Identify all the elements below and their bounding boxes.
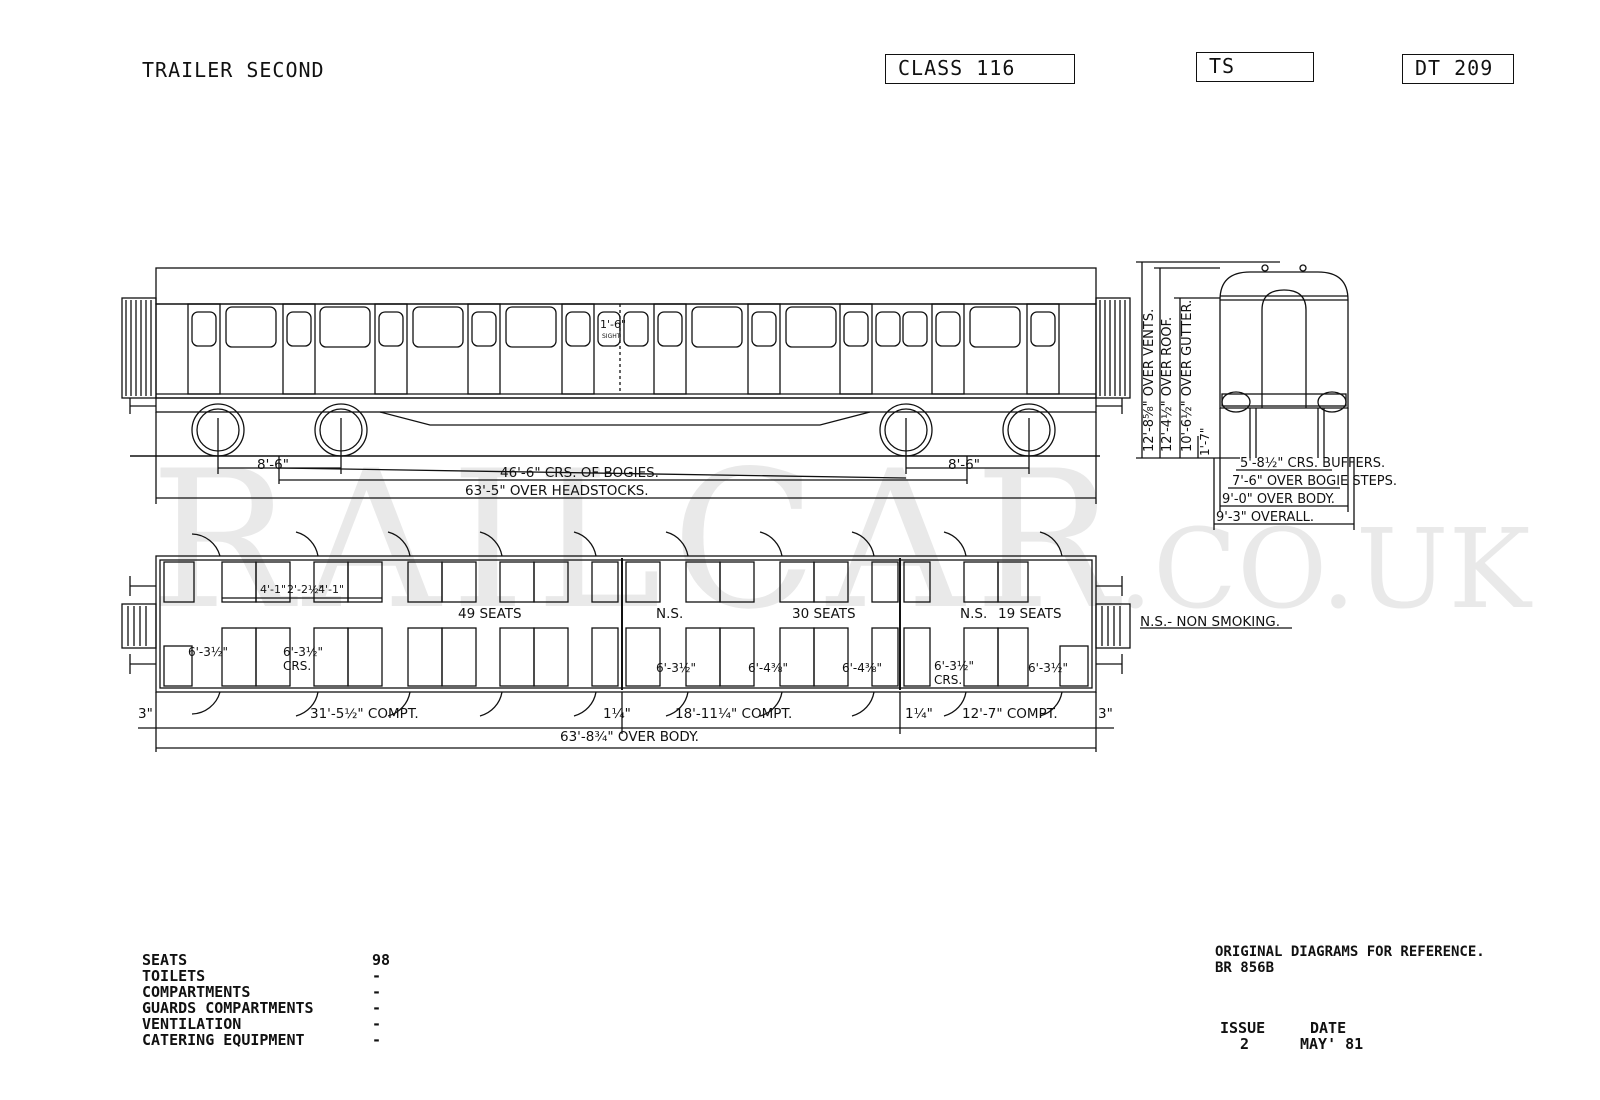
crs-3: 6'-3½": [656, 661, 696, 675]
side-elevation: [121, 267, 1131, 504]
bogie-steps-label: 7'-6" OVER BOGIE STEPS.: [1232, 474, 1397, 489]
crs-2: 6'-3½": [283, 645, 323, 659]
stat-value: -: [372, 983, 382, 1001]
bogie-wheelbase-right: 8'-6": [948, 457, 980, 473]
class-box: CLASS 116: [885, 54, 1075, 84]
gap-2-label: 1¼": [905, 706, 933, 722]
over-body-length-label: 63'-8¾" OVER BODY.: [560, 729, 699, 745]
watermark-suffix: .CO.UK: [1118, 505, 1531, 633]
compt-3-label: 12'-7" COMPT.: [962, 706, 1058, 722]
stat-row: TOILETS -: [142, 968, 402, 984]
reference-note: ORIGINAL DIAGRAMS FOR REFERENCE. BR 856B: [1215, 944, 1485, 976]
non-smoking-legend: N.S.- NON SMOKING.: [1140, 614, 1280, 630]
stat-label: COMPARTMENTS: [142, 983, 251, 1001]
issue-block: ISSUE DATE 2 MAY' 81: [1220, 1020, 1400, 1052]
reference-line-1: ORIGINAL DIAGRAMS FOR REFERENCE.: [1215, 944, 1485, 960]
compt-2-label: 18'-11¼" COMPT.: [675, 706, 792, 722]
dim-4-1-a: 4'-1": [260, 583, 286, 596]
stat-value: -: [372, 999, 382, 1017]
type-box: TS: [1196, 52, 1314, 82]
over-body-width-label: 9'-0" OVER BODY.: [1222, 492, 1335, 507]
crs-2-sub: CRS.: [283, 659, 311, 673]
door-windows: [191, 311, 1056, 347]
over-gutter-label: 10'-6½" OVER GUTTER.: [1180, 300, 1195, 452]
stat-label: TOILETS: [142, 967, 206, 985]
date-value: MAY' 81: [1300, 1035, 1364, 1053]
stat-value: 98: [372, 951, 391, 969]
crs-6-sub: CRS.: [934, 673, 962, 687]
crs-1: 6'-3½": [188, 645, 228, 659]
stat-value: -: [372, 1015, 382, 1033]
over-vents-label: 12'-8⅝" OVER VENTS.: [1142, 309, 1157, 452]
crs-5: 6'-4⅜": [842, 661, 882, 675]
crs-7: 6'-3½": [1028, 661, 1068, 675]
stat-row: VENTILATION -: [142, 1016, 402, 1032]
window-note-sub: SIGHT: [602, 333, 621, 340]
dim-2-2: 2'-2½": [287, 583, 324, 596]
over-headstocks-label: 63'-5" OVER HEADSTOCKS.: [465, 483, 649, 499]
stat-label: SEATS: [142, 951, 188, 969]
gangway-right: [1095, 297, 1131, 399]
stat-label: VENTILATION: [142, 1015, 242, 1033]
plan-view: [121, 531, 1292, 752]
over-roof-label: 12'-4½" OVER ROOF.: [1160, 317, 1175, 452]
issue-value: 2: [1240, 1035, 1250, 1053]
crs-6: 6'-3½": [934, 659, 974, 673]
reference-line-2: BR 856B: [1215, 960, 1275, 976]
seats-49-label: 49 SEATS: [458, 606, 522, 622]
seats-30-label: 30 SEATS: [792, 606, 856, 622]
date-label: DATE: [1310, 1019, 1347, 1037]
stat-label: CATERING EQUIPMENT: [142, 1031, 305, 1049]
stat-value: -: [372, 967, 382, 985]
end-elevation: [1136, 261, 1355, 530]
door-swings: [191, 531, 1063, 717]
stats-table: SEATS 98 TOILETS - COMPARTMENTS - GUARDS CO…: [142, 952, 402, 1048]
stat-value: -: [372, 1031, 382, 1049]
stat-row: GUARDS COMPARTMENTS -: [142, 1000, 402, 1016]
solebar: [155, 397, 1097, 413]
issue-label: ISSUE: [1220, 1019, 1266, 1037]
floor-height-label: 1'-7": [1198, 428, 1212, 456]
compt-1-label: 31'-5½" COMPT.: [310, 706, 419, 722]
bogie-centres-label: 46'-6" CRS. OF BOGIES.: [500, 465, 659, 481]
stat-label: GUARDS COMPARTMENTS: [142, 999, 314, 1017]
side-doors: [187, 303, 1060, 395]
ns-a-label: N.S.: [656, 606, 683, 622]
roof: [155, 267, 1097, 305]
dim-4-1-b: 4'-1": [318, 583, 344, 596]
stat-row: SEATS 98: [142, 952, 402, 968]
end-gap-left: 3": [138, 706, 153, 722]
watermark-main: RAILCAR: [150, 430, 1128, 651]
ns-b-label: N.S.: [960, 606, 987, 622]
page-title: TRAILER SECOND: [142, 58, 325, 82]
end-gap-right: 3": [1098, 706, 1113, 722]
crs-4: 6'-4⅜": [748, 661, 788, 675]
stat-row: COMPARTMENTS -: [142, 984, 402, 1000]
stat-row: CATERING EQUIPMENT -: [142, 1032, 402, 1048]
gangway-left: [121, 297, 157, 399]
buffers-label: 5'-8½" CRS. BUFFERS.: [1240, 456, 1385, 471]
seats-top-row: [163, 561, 1029, 603]
bogie-wheelbase-left: 8'-6": [257, 457, 289, 473]
window-note: 1'-6": [600, 318, 626, 331]
saloon-windows: [225, 306, 1021, 348]
seats-bottom-row: [163, 627, 1089, 687]
diagram-box: DT 209: [1402, 54, 1514, 84]
gap-1-label: 1¼": [603, 706, 631, 722]
overall-width-label: 9'-3" OVERALL.: [1216, 510, 1314, 525]
seats-19-label: 19 SEATS: [998, 606, 1062, 622]
